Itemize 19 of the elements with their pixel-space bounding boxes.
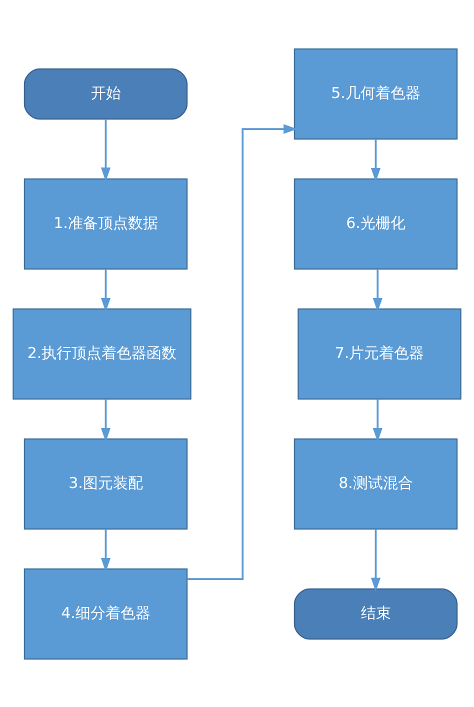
node-box: 结束 <box>294 588 458 640</box>
arrow <box>100 118 111 181</box>
node-box: 1.准备顶点数据 <box>24 178 188 270</box>
arrow <box>100 398 111 442</box>
node-box: 2.执行顶点着色器函数 <box>12 308 192 400</box>
arrow <box>100 528 111 572</box>
arrow <box>370 528 381 592</box>
arrow <box>372 398 382 442</box>
node-box: 开始 <box>24 68 188 120</box>
node-box: 7.片元着色器 <box>298 308 462 400</box>
arrow <box>100 268 111 312</box>
node-box: 6.光栅化 <box>294 178 458 270</box>
node-box: 3.图元装配 <box>24 438 188 530</box>
node-box: 5.几何着色器 <box>294 48 458 140</box>
arrow <box>187 124 298 580</box>
node-box: 8.测试混合 <box>294 438 458 530</box>
arrow <box>370 138 381 182</box>
node-box: 4.细分着色器 <box>24 568 188 660</box>
arrow <box>372 268 382 312</box>
